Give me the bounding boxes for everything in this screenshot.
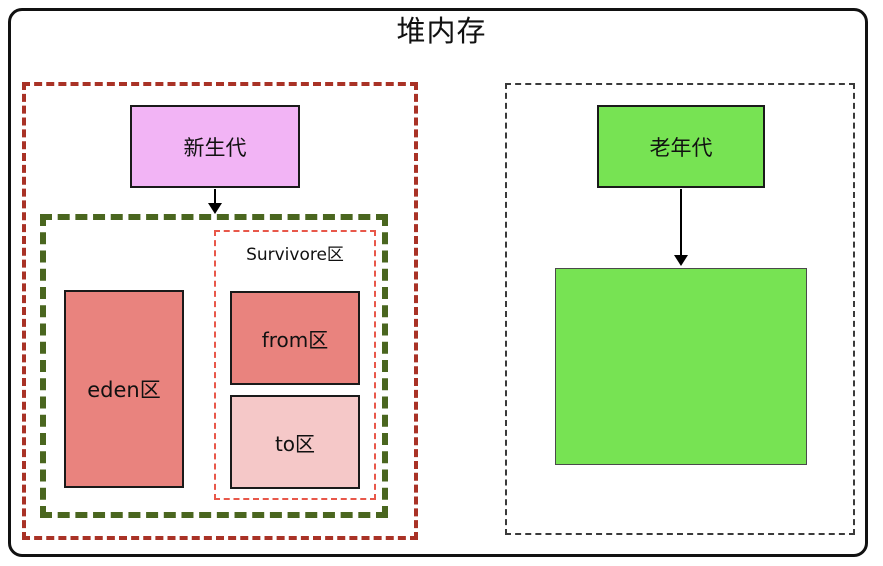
to-region-node: to区	[230, 395, 360, 489]
young-generation-container	[22, 82, 418, 540]
old-generation-node: 老年代	[597, 105, 765, 188]
heap-frame	[8, 8, 868, 557]
survivor-label: Survivore区	[246, 245, 344, 265]
old-generation-container	[505, 83, 855, 535]
eden-region-node: eden区	[64, 290, 184, 488]
old-down-arrow-line	[680, 189, 682, 257]
from-region-node: from区	[230, 291, 360, 385]
survivor-container	[214, 230, 376, 500]
old-generation-area	[555, 268, 807, 465]
old-down-arrow-head	[674, 255, 688, 266]
young-generation-node: 新生代	[130, 105, 300, 188]
young-down-arrow-head	[208, 203, 222, 214]
diagram-title: 堆内存	[396, 14, 487, 48]
young-regions-container	[40, 214, 388, 518]
young-down-arrow-line	[214, 189, 216, 205]
